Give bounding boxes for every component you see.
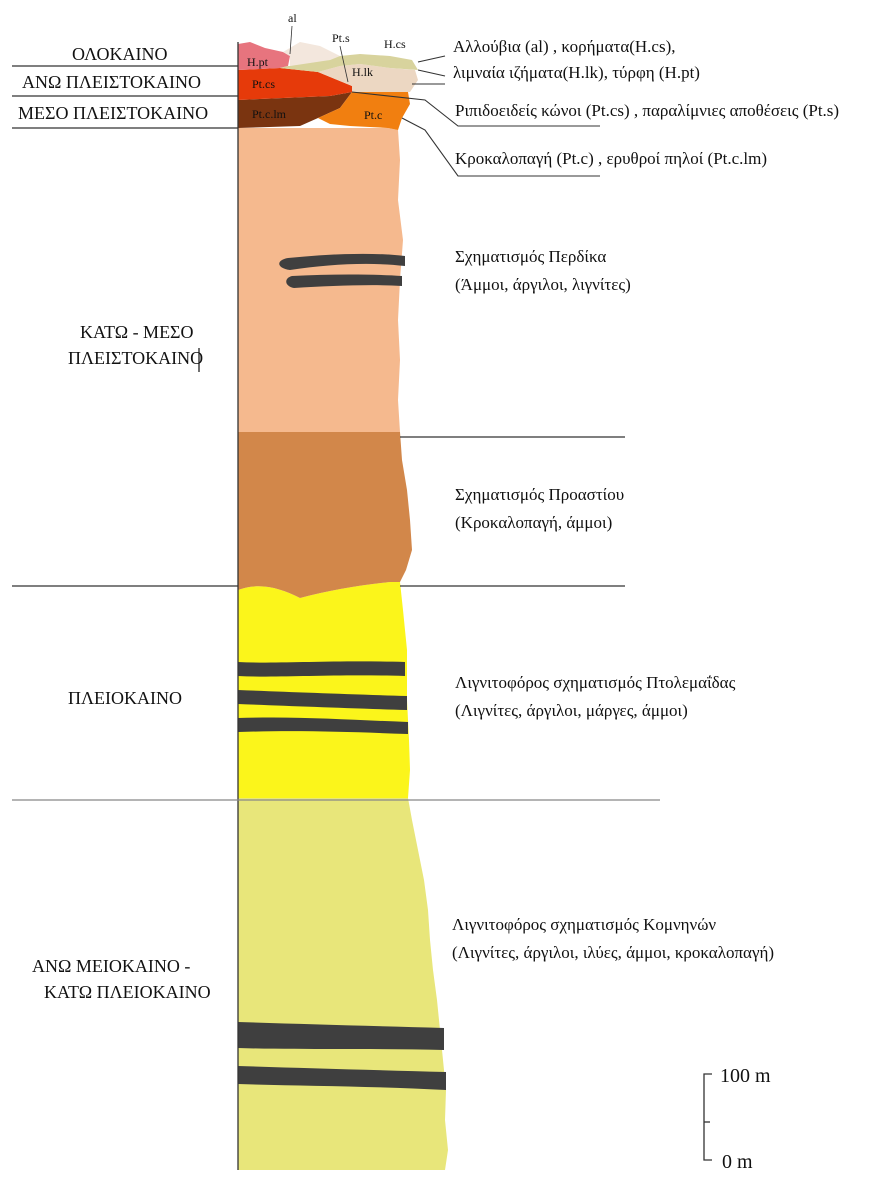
unit-code-al: al — [288, 11, 297, 25]
desc-holocene-line2: λιμναία ιζήματα(H.lk), τύρφη (H.pt) — [453, 63, 700, 82]
desc-fans: Ριπιδοειδείς κώνοι (Pt.cs) , παραλίμνιες… — [455, 101, 839, 120]
layer-ptolemaida — [238, 582, 410, 798]
desc-conglomerate: Κροκαλοπαγή (Pt.c) , ερυθροί πηλοί (Pt.c… — [455, 149, 767, 168]
epoch-holocene: ΟΛΟΚΑΙΝΟ — [72, 44, 167, 64]
layer-proastio — [238, 432, 412, 598]
unit-code-h-pt: H.pt — [247, 55, 269, 69]
unit-code-pt-s: Pt.s — [332, 31, 350, 45]
epoch-lower-middle-pleistocene-line2: ΠΛΕΙΣΤΟΚΑΙΝΟ — [68, 348, 203, 368]
desc-proastio-line1: Σχηματισμός Προαστίου — [455, 485, 624, 504]
desc-perdika-line1: Σχηματισμός Περδίκα — [455, 247, 606, 266]
desc-ptolemaida-line2: (Λιγνίτες, άργιλοι, μάργες, άμμοι) — [455, 701, 688, 720]
epoch-middle-pleistocene: ΜΕΣΟ ΠΛΕΙΣΤΟΚΑΙΝΟ — [18, 103, 208, 123]
unit-code-h-lk: H.lk — [352, 65, 373, 79]
desc-proastio-line2: (Κροκαλοπαγή, άμμοι) — [455, 513, 612, 532]
layer-komnina — [238, 798, 448, 1170]
desc-ptolemaida-line1: Λιγνιτοφόρος σχηματισμός Πτολεμαΐδας — [455, 673, 736, 692]
scale-bottom-label: 0 m — [722, 1151, 753, 1173]
desc-komnina-line1: Λιγνιτοφόρος σχηματισμός Κομνηνών — [452, 915, 716, 934]
lignite-seam — [238, 661, 405, 676]
epoch-lower-middle-pleistocene-line1: ΚΑΤΩ - ΜΕΣΟ — [80, 322, 194, 342]
desc-perdika-line2: (Άμμοι, άργιλοι, λιγνίτες) — [455, 275, 631, 294]
epoch-upper-miocene-line1: ΑΝΩ ΜΕΙΟΚΑΙΝΟ - — [32, 956, 190, 976]
unit-code-pt-c-lm: Pt.c.lm — [252, 107, 287, 121]
stratigraphic-column — [238, 42, 448, 1170]
epoch-labels: ΟΛΟΚΑΙΝΟ ΑΝΩ ΠΛΕΙΣΤΟΚΑΙΝΟ ΜΕΣΟ ΠΛΕΙΣΤΟΚΑ… — [18, 44, 211, 1002]
epoch-pliocene: ΠΛΕΙΟΚΑΙΝΟ — [68, 688, 182, 708]
epoch-upper-pleistocene: ΑΝΩ ΠΛΕΙΣΤΟΚΑΙΝΟ — [22, 72, 201, 92]
scale-top-label: 100 m — [720, 1065, 771, 1087]
epoch-upper-miocene-line2: ΚΑΤΩ ΠΛΕΙΟΚΑΙΝΟ — [44, 982, 211, 1002]
unit-code-pt-c: Pt.c — [364, 108, 382, 122]
desc-komnina-line2: (Λιγνίτες, άργιλοι, ιλύες, άμμοι, κροκαλ… — [452, 943, 774, 962]
scale-bar: 100 m 0 m — [704, 1065, 771, 1173]
unit-code-h-cs: H.cs — [384, 37, 406, 51]
desc-holocene-line1: Αλλούβια (al) , κορήματα(H.cs), — [453, 37, 676, 56]
unit-code-pt-cs: Pt.cs — [252, 77, 275, 91]
